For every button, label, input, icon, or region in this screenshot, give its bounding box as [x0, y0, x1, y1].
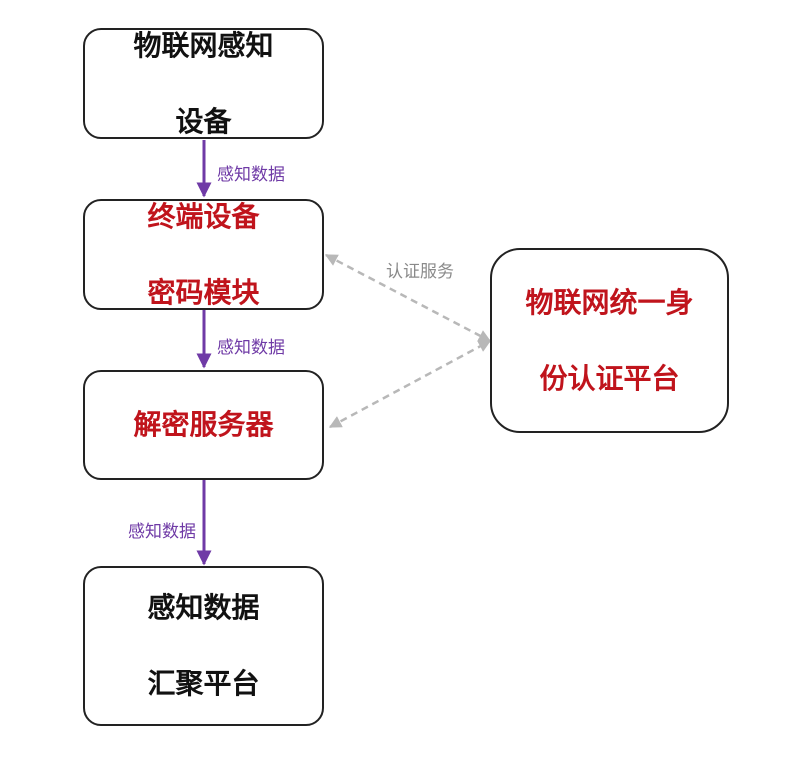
edge-label-sensing-data-2: 感知数据: [217, 338, 285, 358]
node-aggregation-platform-line2: 汇聚平台: [147, 667, 260, 700]
node-identity-platform-line2: 份认证平台: [539, 361, 680, 395]
edge-label-sensing-data-3: 感知数据: [128, 522, 196, 542]
node-aggregation-platform: 感知数据 汇聚平台: [83, 566, 324, 726]
node-decrypt-server-line1: 解密服务器: [133, 408, 274, 441]
edge-auth-decrypt-server: [328, 339, 492, 429]
node-aggregation-platform-line1: 感知数据: [147, 591, 260, 624]
node-identity-platform: 物联网统一身 份认证平台: [490, 248, 729, 433]
node-identity-platform-line1: 物联网统一身: [525, 285, 694, 319]
node-crypto-module: 终端设备 密码模块: [83, 199, 324, 310]
node-decrypt-server: 解密服务器: [83, 370, 324, 480]
edge-label-auth-service: 认证服务: [386, 262, 454, 282]
node-iot-device: 物联网感知 设备: [83, 28, 324, 139]
node-iot-device-line2: 设备: [175, 104, 232, 138]
edge-auth-crypto-module: [324, 253, 492, 343]
node-iot-device-line1: 物联网感知: [133, 28, 274, 62]
edge-label-sensing-data-1: 感知数据: [217, 165, 285, 185]
node-crypto-module-line1: 终端设备: [147, 199, 260, 233]
node-crypto-module-line2: 密码模块: [147, 275, 260, 309]
